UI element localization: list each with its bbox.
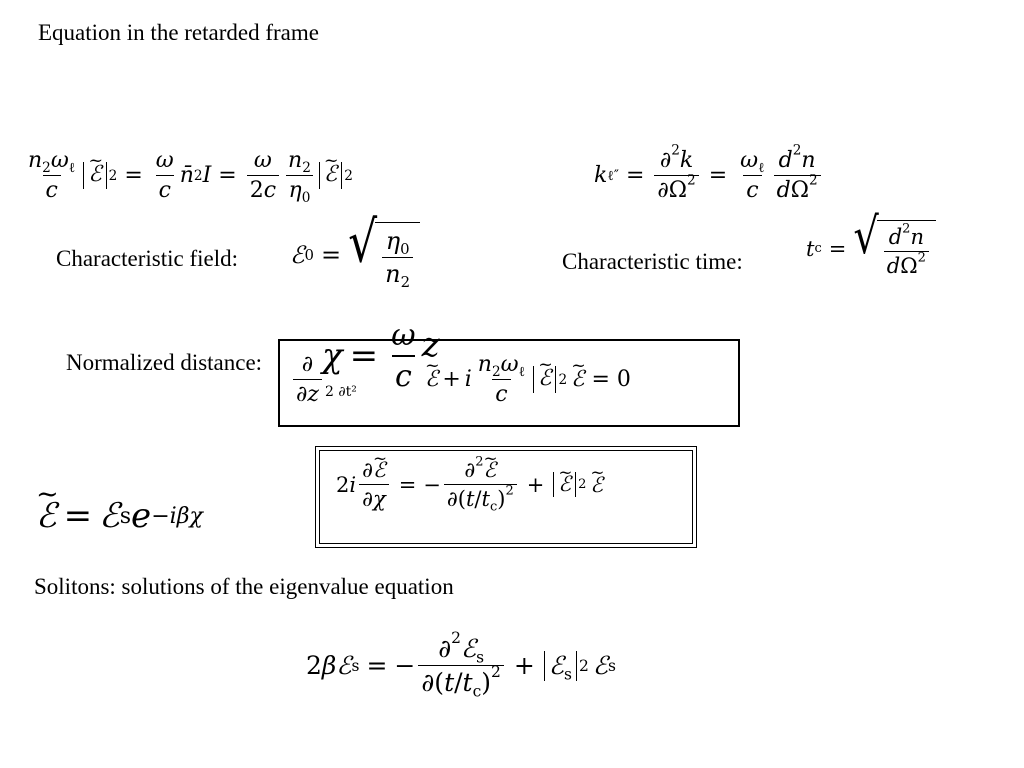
label-normalized-distance: Normalized distance:: [66, 350, 263, 375]
nls-equation-box: [315, 446, 697, 548]
heading-solitons: Solitons: solutions of the eigenvalue eq…: [34, 574, 454, 599]
label-characteristic-time: Characteristic time:: [562, 249, 743, 274]
label-characteristic-field: Characteristic field:: [56, 246, 239, 271]
propagation-equation-box: [278, 339, 740, 427]
equation-soliton-ansatz: ℰ = ℰse−iβχ: [36, 479, 203, 536]
heading-retarded-frame: Equation in the retarded frame: [38, 20, 319, 45]
equation-nls: 2i ∂ℰ∂χ =− ∂2ℰ∂(t/tc)2 + ℰ2 ℰ: [336, 448, 603, 514]
